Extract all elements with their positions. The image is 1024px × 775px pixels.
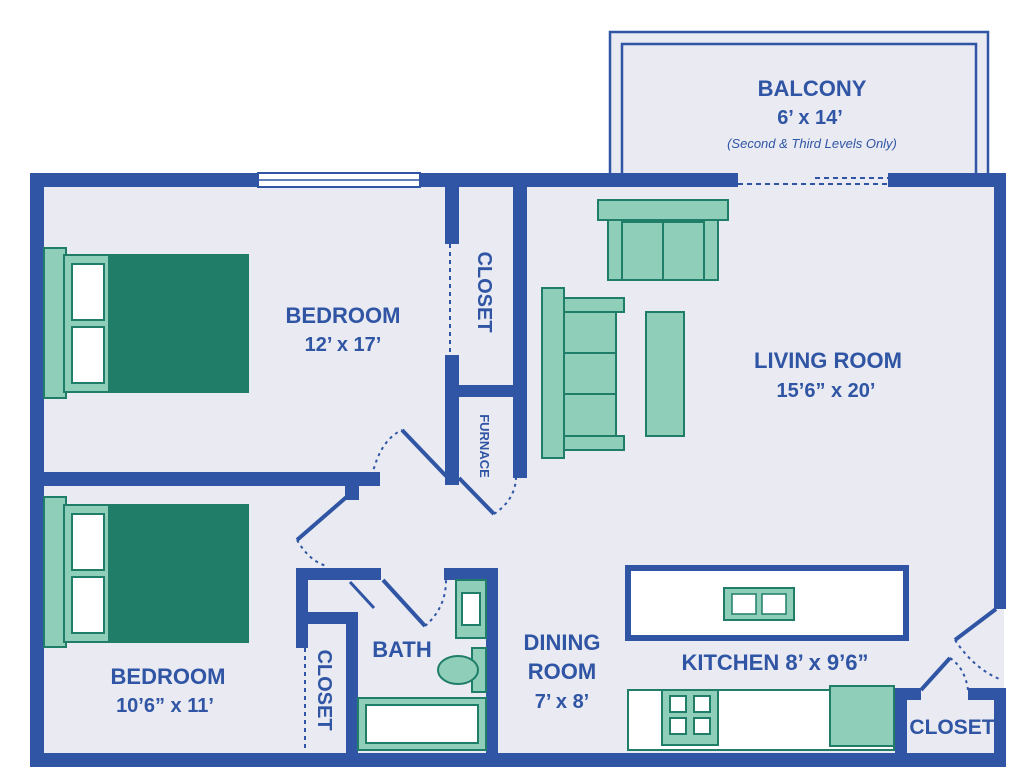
exterior-walls	[30, 173, 1006, 767]
dining-room-label: DINING	[524, 630, 601, 655]
stove-icon	[661, 689, 719, 746]
closet-bottom-label: CLOSET	[313, 649, 335, 730]
coffee-table-icon	[645, 311, 685, 437]
balcony-label: BALCONY	[758, 76, 867, 101]
bed-icon	[43, 496, 249, 648]
armchair-icon	[597, 199, 729, 281]
balcony	[608, 30, 990, 182]
toilet-icon	[437, 647, 487, 693]
balcony-door	[738, 177, 888, 185]
dining-room-size: 7’ x 8’	[535, 691, 590, 713]
refrigerator-icon	[829, 685, 895, 747]
bedroom2-size: 10’6” x 11’	[116, 695, 214, 717]
balcony-size: 6’ x 14’	[777, 107, 843, 129]
bed-icon	[43, 247, 249, 399]
kitchen-label: KITCHEN 8’ x 9’6”	[681, 650, 868, 675]
living-room-label: LIVING ROOM	[754, 348, 902, 373]
closet-top-label: CLOSET	[473, 251, 495, 332]
kitchen-sink-icon	[723, 587, 795, 621]
furnace-label: FURNACE	[477, 414, 492, 478]
balcony-note: (Second & Third Levels Only)	[727, 136, 897, 151]
sofa-icon	[541, 287, 625, 459]
doors	[295, 244, 1003, 750]
living-room-size: 15’6” x 20’	[777, 380, 876, 402]
bath-label: BATH	[372, 637, 431, 662]
bedroom1-size: 12’ x 17’	[305, 334, 382, 356]
bedroom-window	[257, 172, 421, 188]
closet-right-label: CLOSET	[909, 716, 994, 739]
dining-room-label-line2: ROOM	[528, 659, 596, 684]
bedroom1-label: BEDROOM	[286, 303, 401, 328]
sink-icon	[455, 579, 487, 639]
bedroom2-label: BEDROOM	[111, 664, 226, 689]
bathtub-icon	[357, 697, 487, 751]
